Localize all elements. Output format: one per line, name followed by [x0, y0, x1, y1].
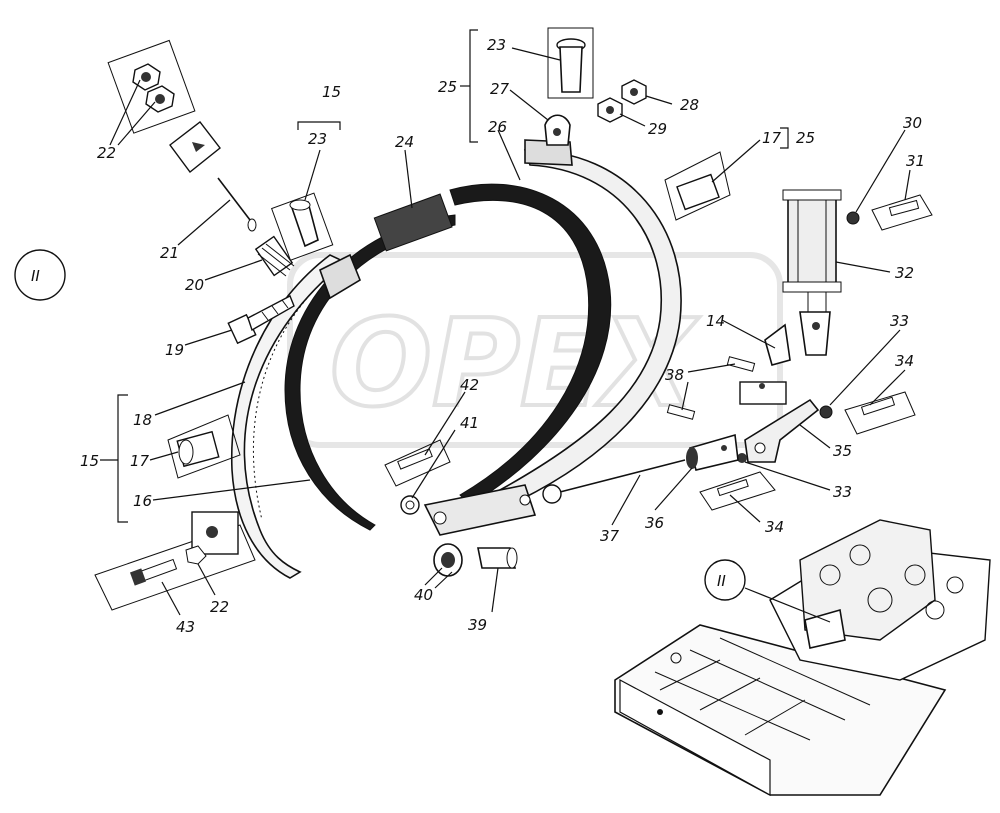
callout-19: 19: [165, 341, 184, 359]
bolt-34-top: [844, 391, 916, 435]
callout-36: 36: [645, 514, 664, 532]
callout-33-top: 33: [890, 312, 909, 330]
callout-labels: 22 21 20 19 15 23 24 18 15 17 16 43 22 2…: [80, 36, 925, 636]
callout-32: 32: [895, 264, 914, 282]
view-marker-inset-label: II: [717, 572, 726, 590]
plate-washer: [169, 121, 221, 174]
callout-26: 26: [488, 118, 507, 136]
nut-22-top: [107, 39, 196, 134]
callout-41: 41: [460, 414, 479, 432]
clamp-block: [94, 511, 256, 611]
callout-30: 30: [903, 114, 922, 132]
callout-43: 43: [176, 618, 195, 636]
bushing-17-right: [664, 151, 731, 221]
view-marker-left: II: [14, 249, 66, 301]
pin-21: [217, 177, 257, 232]
callout-31: 31: [906, 152, 925, 170]
nut-33-top: [819, 405, 833, 419]
spring-20: [254, 235, 295, 277]
bolt-31: [871, 194, 933, 231]
rod-37: [542, 459, 686, 504]
view-marker-inset: II: [704, 559, 831, 623]
machine-inset: [614, 519, 991, 797]
bolt-42: [384, 439, 451, 487]
callout-16: 16: [133, 492, 152, 510]
nut-29: [597, 97, 623, 123]
washer-41: [400, 495, 420, 515]
callout-22-top: 22: [97, 144, 116, 162]
callout-18: 18: [133, 411, 152, 429]
callout-28: 28: [680, 96, 699, 114]
callout-33-bottom: 33: [833, 483, 852, 501]
bushing-23-top: [547, 27, 594, 99]
view-marker-left-label: II: [31, 267, 40, 285]
callout-35: 35: [833, 442, 852, 460]
callout-39: 39: [468, 616, 487, 634]
callout-29: 29: [648, 120, 667, 138]
callout-14: 14: [706, 312, 725, 330]
cylinder-32: [782, 189, 842, 356]
brake-band-outer: [230, 254, 347, 579]
callout-20: 20: [185, 276, 204, 294]
brake-band-25: [423, 139, 682, 536]
callout-27: 27: [490, 80, 510, 98]
brake-lining: [284, 214, 456, 531]
callout-37: 37: [600, 527, 620, 545]
callout-34-bottom: 34: [765, 518, 784, 536]
callout-42: 42: [460, 376, 479, 394]
bracket-27: [544, 114, 571, 146]
callout-21: 21: [160, 244, 179, 262]
nut-28: [621, 79, 647, 105]
callout-17-right: 17: [762, 129, 782, 147]
callout-15-top: 15: [322, 83, 341, 101]
callout-23-top: 23: [487, 36, 506, 54]
sleeve-39: [477, 547, 518, 569]
callout-40: 40: [414, 586, 433, 604]
bushing-17-left: [167, 414, 241, 479]
leader-lines: [100, 29, 911, 616]
callout-22-bottom: 22: [210, 598, 229, 616]
callout-15-left: 15: [80, 452, 99, 470]
fork-36: [686, 433, 739, 471]
bolt-19: [227, 295, 295, 345]
bushing-40: [433, 543, 463, 577]
callout-23-left: 23: [308, 130, 327, 148]
callout-38: 38: [665, 366, 684, 384]
callout-17-left: 17: [130, 452, 150, 470]
callout-24: 24: [395, 133, 414, 151]
bolt-34-bottom: [699, 471, 776, 511]
callout-25-right: 25: [796, 129, 815, 147]
watermark-text: OPEX: [330, 295, 700, 434]
watermark: OPEX: [287, 252, 783, 448]
washer-30: [846, 211, 860, 225]
bushing-23-left: [270, 192, 334, 261]
spring-24: [319, 193, 453, 300]
lever-35: [737, 398, 820, 463]
callout-25-top: 25: [438, 78, 457, 96]
callout-34-top: 34: [895, 352, 914, 370]
bracket-14: [739, 323, 791, 405]
